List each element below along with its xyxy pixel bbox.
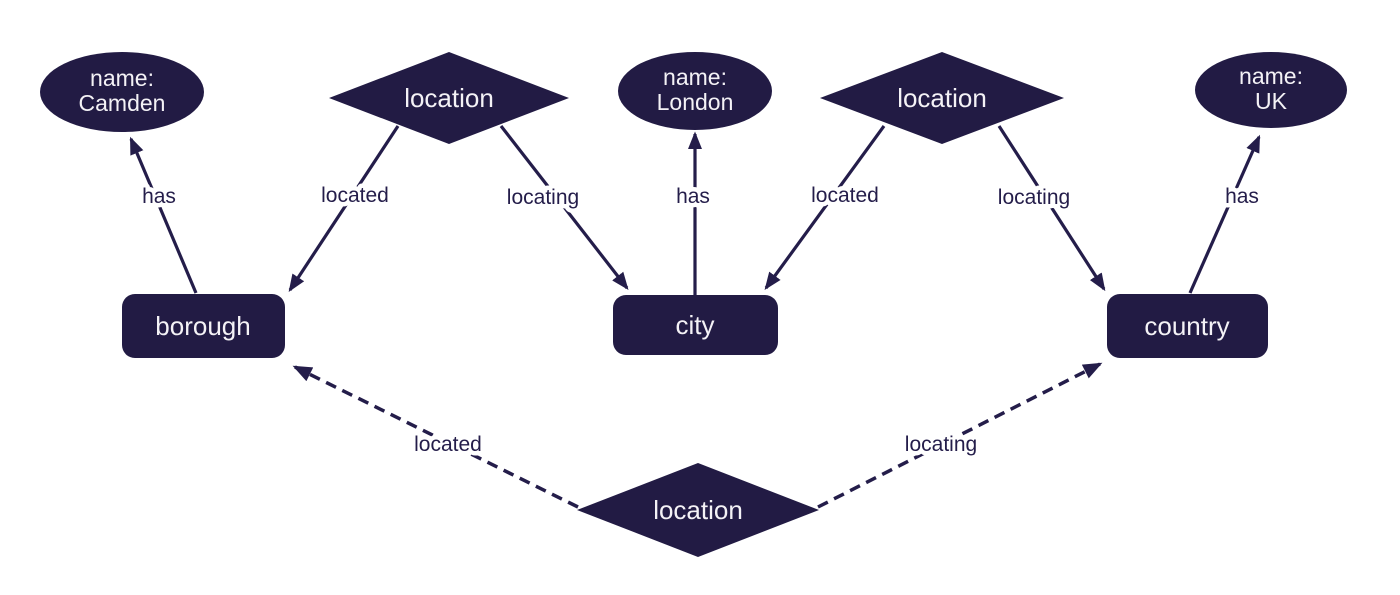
relationship-diamond-location-top-left	[329, 52, 569, 144]
edge-layer	[129, 125, 1261, 509]
edge-label-located-1: located	[321, 184, 389, 207]
attribute-camden-line2: Camden	[79, 90, 166, 116]
entity-borough-label: borough	[155, 311, 250, 341]
entity-rect-country	[1107, 294, 1268, 358]
attribute-london-line2: London	[657, 89, 734, 115]
attribute-ellipse-london	[618, 52, 772, 130]
edge-country-has-uk	[1188, 134, 1261, 294]
relationship-location-top-right-label: location	[897, 83, 987, 113]
attribute-ellipse-camden	[40, 52, 204, 132]
attribute-uk-line2: UK	[1255, 88, 1288, 114]
edge-borough-has-camden	[129, 136, 198, 294]
edge-label-layer: has located locating has located locatin…	[138, 180, 1264, 461]
node-layer: name: Camden name: London name: UK locat…	[40, 52, 1347, 557]
edge-location2-locating-country	[997, 125, 1106, 292]
edge-label-located-2: located	[811, 184, 879, 207]
entity-rect-borough	[122, 294, 285, 358]
entity-city-label: city	[676, 310, 715, 340]
relationship-diamond-location-top-right	[820, 52, 1064, 144]
edge-label-locating-2: locating	[998, 186, 1070, 209]
entity-country-label: country	[1144, 311, 1229, 341]
edge-label-locating-dashed: locating	[905, 433, 977, 456]
relationship-diamond-location-bottom	[577, 463, 819, 557]
edge-location2-located-city	[764, 125, 886, 290]
attribute-camden-line1: name:	[90, 65, 154, 91]
relationship-location-top-left-label: location	[404, 83, 494, 113]
edge-label-has-country: has	[1225, 185, 1259, 208]
attribute-london-line1: name:	[663, 64, 727, 90]
entity-rect-city	[613, 295, 778, 355]
edge-label-has-borough: has	[142, 185, 176, 208]
attribute-uk-line1: name:	[1239, 63, 1303, 89]
edge-label-has-city: has	[676, 185, 710, 208]
edge-label-located-dashed: located	[414, 433, 482, 456]
edge-label-locating-1: locating	[507, 186, 579, 209]
edge-location1-locating-city	[499, 125, 629, 290]
attribute-ellipse-uk	[1195, 52, 1347, 128]
relationship-location-bottom-label: location	[653, 495, 743, 525]
edge-location1-located-borough	[288, 125, 400, 293]
